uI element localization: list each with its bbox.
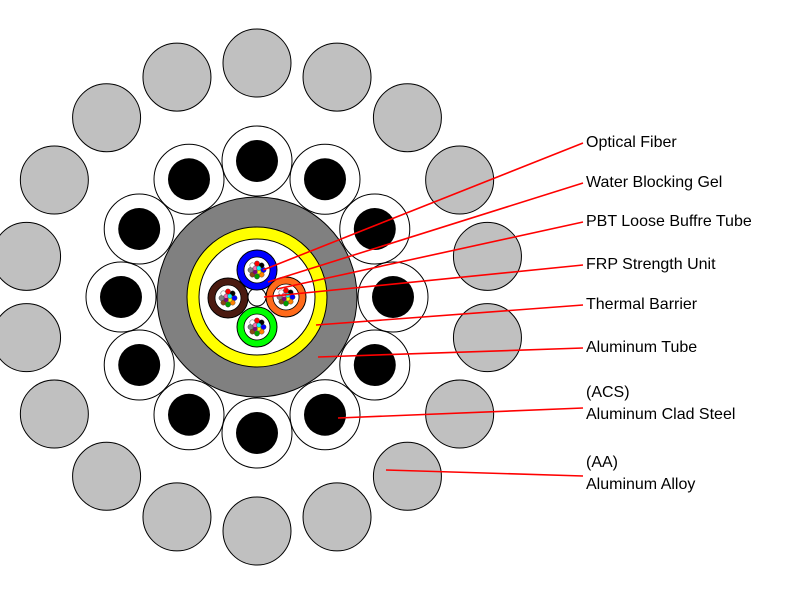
- leader-acs: [337, 407, 584, 419]
- aluminum-alloy-wire: [72, 441, 142, 511]
- aluminum-alloy-wire: [302, 42, 372, 112]
- aluminum-alloy-wire: [302, 482, 372, 552]
- label-aa-abbr: (AA): [586, 454, 618, 471]
- acs-wire-core: [353, 344, 396, 386]
- leader-aa: [385, 469, 584, 477]
- aluminum-alloy-wire: [372, 441, 442, 511]
- aluminum-alloy-wire: [72, 83, 142, 153]
- label-acs-abbr: (ACS): [586, 384, 630, 401]
- leader-water-blocking-gel: [267, 182, 584, 283]
- acs-wire-core: [236, 412, 278, 454]
- label-frp-strength-unit: FRP Strength Unit: [586, 256, 716, 273]
- aluminum-alloy-wire: [19, 145, 89, 215]
- leader-lines: [262, 142, 584, 477]
- label-aluminum-tube: Aluminum Tube: [586, 339, 698, 356]
- aluminum-alloy-wire: [0, 303, 62, 373]
- acs-wire-core: [304, 158, 346, 201]
- acs-wire-core: [118, 344, 161, 386]
- label-aa-full: Aluminum Alloy: [586, 476, 696, 493]
- acs-wire-core: [304, 393, 346, 436]
- label-pbt-loose-tube: PBT Loose Buffre Tube: [586, 213, 752, 230]
- aluminum-alloy-wire: [452, 221, 522, 291]
- label-acs-full: Aluminum Clad Steel: [586, 406, 736, 423]
- aluminum-alloy-wire: [372, 83, 442, 153]
- label-water-blocking-gel: Water Blocking Gel: [586, 174, 723, 191]
- leader-frp-strength-unit: [263, 264, 584, 298]
- acs-wire-core: [372, 276, 414, 318]
- aluminum-alloy-wire: [142, 482, 212, 552]
- acs-wire-core: [168, 158, 210, 201]
- aluminum-alloy-wire: [19, 379, 89, 449]
- aluminum-clad-steel-wire-ring: [85, 125, 429, 469]
- leader-optical-fiber: [262, 142, 584, 271]
- acs-wire-core: [118, 208, 161, 250]
- acs-wire-core: [168, 393, 210, 436]
- aluminum-alloy-wire: [222, 496, 292, 566]
- pbt-loose-tubes: [207, 249, 307, 348]
- optical-fiber: [227, 293, 233, 299]
- optical-fiber: [256, 322, 262, 328]
- leader-aluminum-tube: [317, 347, 584, 358]
- label-thermal-barrier: Thermal Barrier: [586, 296, 698, 313]
- leader-pbt-loose-tube: [276, 221, 584, 290]
- acs-wire-core: [353, 208, 396, 250]
- aluminum-alloy-wire: [142, 42, 212, 112]
- aluminum-alloy-wire: [425, 145, 495, 215]
- label-optical-fiber: Optical Fiber: [586, 134, 677, 151]
- aluminum-alloy-wire: [452, 303, 522, 373]
- acs-wire-core: [236, 140, 278, 182]
- acs-wire-core: [100, 276, 142, 318]
- optical-fiber: [256, 265, 262, 271]
- aluminum-alloy-wire: [0, 221, 62, 291]
- aluminum-alloy-wire: [222, 28, 292, 98]
- frp-strength-unit: [247, 287, 267, 307]
- leader-thermal-barrier: [315, 304, 584, 326]
